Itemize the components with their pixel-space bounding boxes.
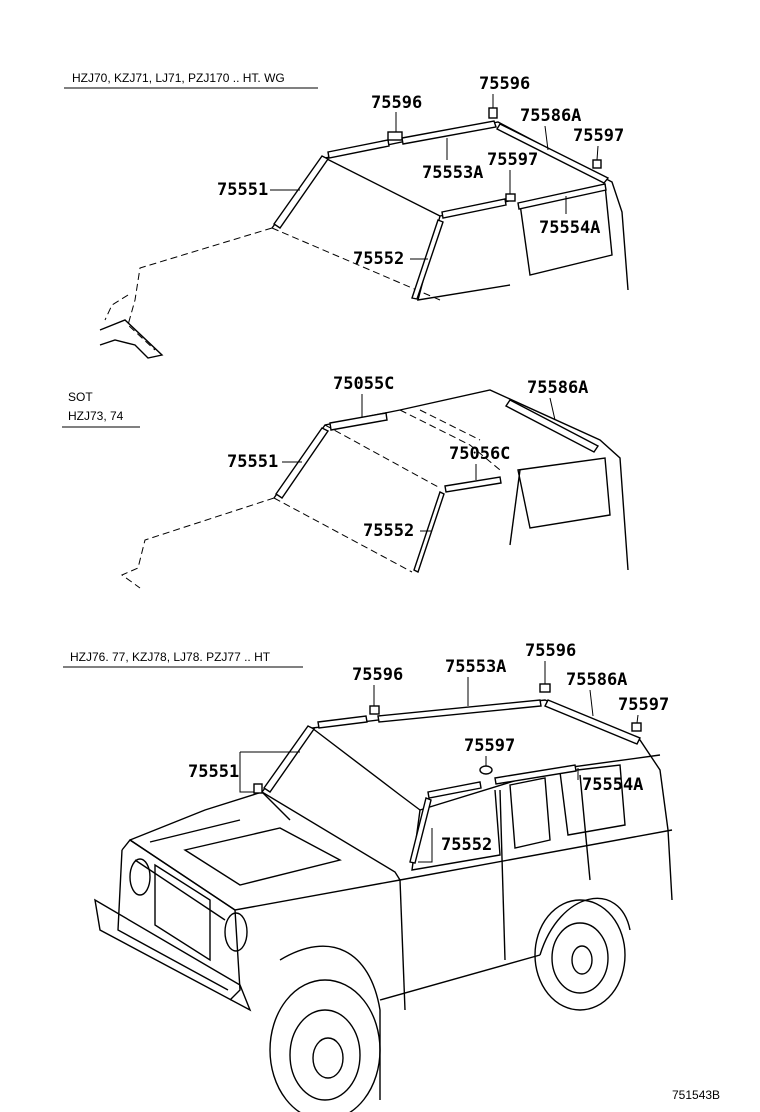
- part-label: 75552: [353, 249, 404, 269]
- moldings-bottom: [253, 683, 642, 864]
- part-label: 75586A: [566, 670, 627, 690]
- molding-quarter-top: [517, 183, 607, 210]
- molding-door-top: [444, 476, 502, 493]
- part-label: 75552: [441, 835, 492, 855]
- molding-roof-rear: [504, 399, 600, 453]
- molding-roof-side: [377, 699, 542, 723]
- part-label: 75596: [479, 74, 530, 94]
- part-label: 75597: [573, 126, 624, 146]
- part-label: 75551: [217, 180, 268, 200]
- clip-icon: [505, 193, 516, 202]
- part-label: 75554A: [539, 218, 600, 238]
- part-label: 75551: [227, 452, 278, 472]
- molding-roof-side: [401, 120, 497, 145]
- part-label: 75596: [371, 93, 422, 113]
- variant-label-top: HZJ70, KZJ71, LJ71, PZJ170 .. HT. WG: [72, 71, 285, 85]
- part-label: 75596: [525, 641, 576, 661]
- moldings-middle: [275, 399, 600, 573]
- clip-icon: [631, 722, 642, 732]
- part-label: 75554A: [582, 775, 643, 795]
- part-labels-top: 75596 75596 75586A 75597 75553A 75597 75…: [217, 74, 624, 269]
- molding-door-pillar: [413, 491, 445, 573]
- part-label: 75552: [363, 521, 414, 541]
- variant-label-middle-2: HZJ73, 74: [68, 409, 124, 423]
- part-label: 75553A: [445, 657, 506, 677]
- clip-icon: [253, 783, 263, 794]
- part-label: 75597: [618, 695, 669, 715]
- section-bottom: HZJ76. 77, KZJ78, LJ78. PZJ77 .. HT: [63, 641, 673, 1112]
- part-label: 75596: [352, 665, 403, 685]
- vehicle-outline-middle: [120, 389, 629, 589]
- diagram-code: 751543B: [672, 1088, 720, 1102]
- part-label: 75597: [487, 150, 538, 170]
- clip-icon: [479, 765, 493, 775]
- section-top: HZJ70, KZJ71, LJ71, PZJ170 .. HT. WG: [64, 71, 629, 359]
- part-label: 75586A: [527, 378, 588, 398]
- molding-roof-front: [317, 715, 368, 729]
- molding-roof-front: [329, 412, 388, 431]
- molding-quarter-top: [494, 764, 577, 785]
- part-labels-middle: 75055C 75586A 75551 75056C 75552: [227, 374, 588, 541]
- clip-icon: [488, 107, 498, 119]
- variant-label-middle-1: SOT: [68, 390, 93, 404]
- molding-roof-rear: [544, 699, 641, 745]
- part-label: 75553A: [422, 163, 483, 183]
- molding-door-pillar: [409, 797, 432, 864]
- part-label: 75055C: [333, 374, 394, 394]
- variant-label-bottom: HZJ76. 77, KZJ78, LJ78. PZJ77 .. HT: [70, 650, 271, 664]
- clip-icon: [369, 705, 380, 715]
- part-label: 75597: [464, 736, 515, 756]
- molding-windshield-pillar: [263, 725, 316, 793]
- molding-windshield-pillar: [275, 427, 330, 499]
- molding-windshield-pillar: [273, 155, 330, 229]
- molding-door-top: [441, 198, 507, 219]
- part-label: 75586A: [520, 106, 581, 126]
- clip-icon: [539, 683, 551, 693]
- part-label: 75551: [188, 762, 239, 782]
- part-label: 75056C: [449, 444, 510, 464]
- vehicle-outline-bottom: [94, 699, 673, 1112]
- molding-door-top: [427, 781, 482, 799]
- part-labels-bottom: 75596 75553A 75596 75586A 75597 75597 75…: [188, 641, 669, 863]
- molding-roof-front: [327, 139, 390, 159]
- clip-icon: [387, 131, 403, 141]
- clip-icon: [592, 159, 602, 169]
- section-middle: SOT HZJ73, 74 75055C 75586A 75551: [62, 374, 629, 589]
- molding-roof-rear: [496, 123, 610, 184]
- moldings-top: [273, 107, 610, 300]
- vehicle-outline-top: [99, 121, 629, 359]
